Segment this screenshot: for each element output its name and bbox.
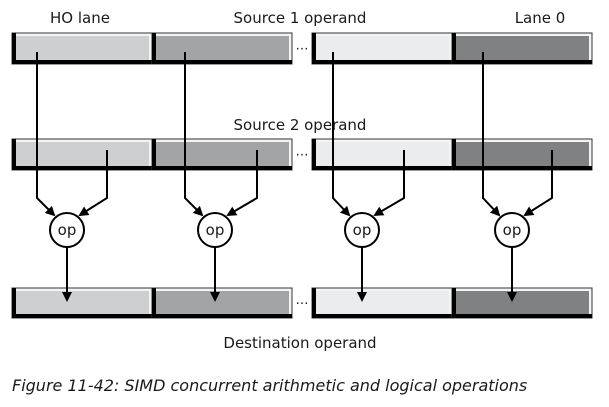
lane-box-shadow-bottom — [312, 166, 452, 170]
lane-box-shadow-left — [452, 33, 456, 64]
source1-arrow — [482, 170, 501, 217]
lane-box-fill — [315, 142, 449, 166]
lane-box-shadow-bottom — [312, 60, 452, 64]
lane-box-fill — [455, 142, 589, 166]
lane-datapath — [482, 52, 553, 302]
lane-datapath — [332, 52, 405, 302]
lane-box-fill — [455, 36, 589, 60]
source2-label: Source 2 operand — [234, 116, 367, 134]
lane-datapath — [36, 52, 108, 302]
lane-box-shadow-bottom — [152, 314, 292, 318]
lane-box-shadow-left — [152, 33, 156, 64]
op-circle — [344, 212, 380, 248]
lane-box-shadow-bottom — [152, 166, 292, 170]
lane-box-shadow-bottom — [452, 60, 592, 64]
figure-caption: Figure 11-42: SIMD concurrent arithmetic… — [12, 376, 527, 395]
lane-box-shadow-left — [12, 288, 16, 318]
source1-arrow — [184, 170, 204, 217]
lane-box-shadow-left — [312, 33, 316, 64]
lane-box — [151, 287, 293, 319]
lane-box — [11, 287, 153, 319]
source1-row: … — [11, 32, 593, 65]
lane-box-shadow-bottom — [452, 166, 592, 170]
lane-box-shadow-left — [312, 139, 316, 170]
lane0-label: Lane 0 — [515, 9, 566, 27]
lane-box — [451, 32, 593, 65]
lane-box — [311, 32, 453, 65]
op-label: op — [353, 221, 372, 239]
op-circle — [49, 212, 85, 248]
lane-box-fill — [15, 291, 149, 314]
source1-label: Source 1 operand — [234, 9, 367, 27]
lane-box-fill — [315, 291, 449, 314]
lane-box — [11, 138, 153, 171]
lane-box — [311, 138, 453, 171]
destination-row: … — [11, 287, 593, 319]
op-circle — [494, 212, 530, 248]
source1-arrow — [36, 170, 56, 217]
op-label: op — [206, 221, 225, 239]
op-node: op — [49, 212, 85, 248]
ellipsis: … — [296, 293, 309, 308]
source2-arrow — [523, 150, 553, 217]
lane-box-shadow-bottom — [452, 314, 592, 318]
source2-arrow — [78, 150, 108, 217]
source2-row: … — [11, 138, 593, 171]
op-label: op — [58, 221, 77, 239]
lane-box-shadow-bottom — [12, 314, 152, 318]
lane-datapath — [184, 52, 258, 302]
lane-box — [11, 32, 153, 65]
destination-label: Destination operand — [223, 334, 376, 352]
source2-arrow — [226, 150, 258, 217]
lane-box — [151, 32, 293, 65]
lane-box-shadow-left — [312, 288, 316, 318]
lane-box-shadow-left — [152, 288, 156, 318]
lane-box-shadow-bottom — [312, 314, 452, 318]
lane-box-fill — [155, 36, 289, 60]
lane-box-shadow-left — [152, 139, 156, 170]
op-node: op — [494, 212, 530, 248]
ellipsis: … — [296, 39, 309, 54]
lane-box-fill — [455, 291, 589, 314]
op-circle — [197, 212, 233, 248]
lane-box-shadow-left — [12, 33, 16, 64]
op-node: op — [197, 212, 233, 248]
lane-box-shadow-left — [452, 288, 456, 318]
lane-box-fill — [15, 142, 149, 166]
lane-box-shadow-left — [12, 139, 16, 170]
wires — [36, 52, 553, 302]
op-label: op — [503, 221, 522, 239]
lane-box-fill — [15, 36, 149, 60]
lane-box-fill — [155, 291, 289, 314]
op-node: op — [344, 212, 380, 248]
ho-lane-label: HO lane — [50, 9, 110, 27]
lane-box-shadow-bottom — [12, 60, 152, 64]
ellipsis: … — [296, 145, 309, 160]
lane-box-shadow-bottom — [12, 166, 152, 170]
lane-box-fill — [155, 142, 289, 166]
op-nodes: op op op op — [49, 212, 530, 248]
lane-box-shadow-left — [452, 139, 456, 170]
lane-box-shadow-bottom — [152, 60, 292, 64]
lane-box-fill — [315, 36, 449, 60]
lane-box — [451, 287, 593, 319]
source2-arrow — [373, 150, 405, 217]
source1-arrow — [332, 170, 351, 217]
lane-box — [151, 138, 293, 171]
lane-box — [451, 138, 593, 171]
lane-box — [311, 287, 453, 319]
operand-rows: … … … — [11, 32, 593, 319]
